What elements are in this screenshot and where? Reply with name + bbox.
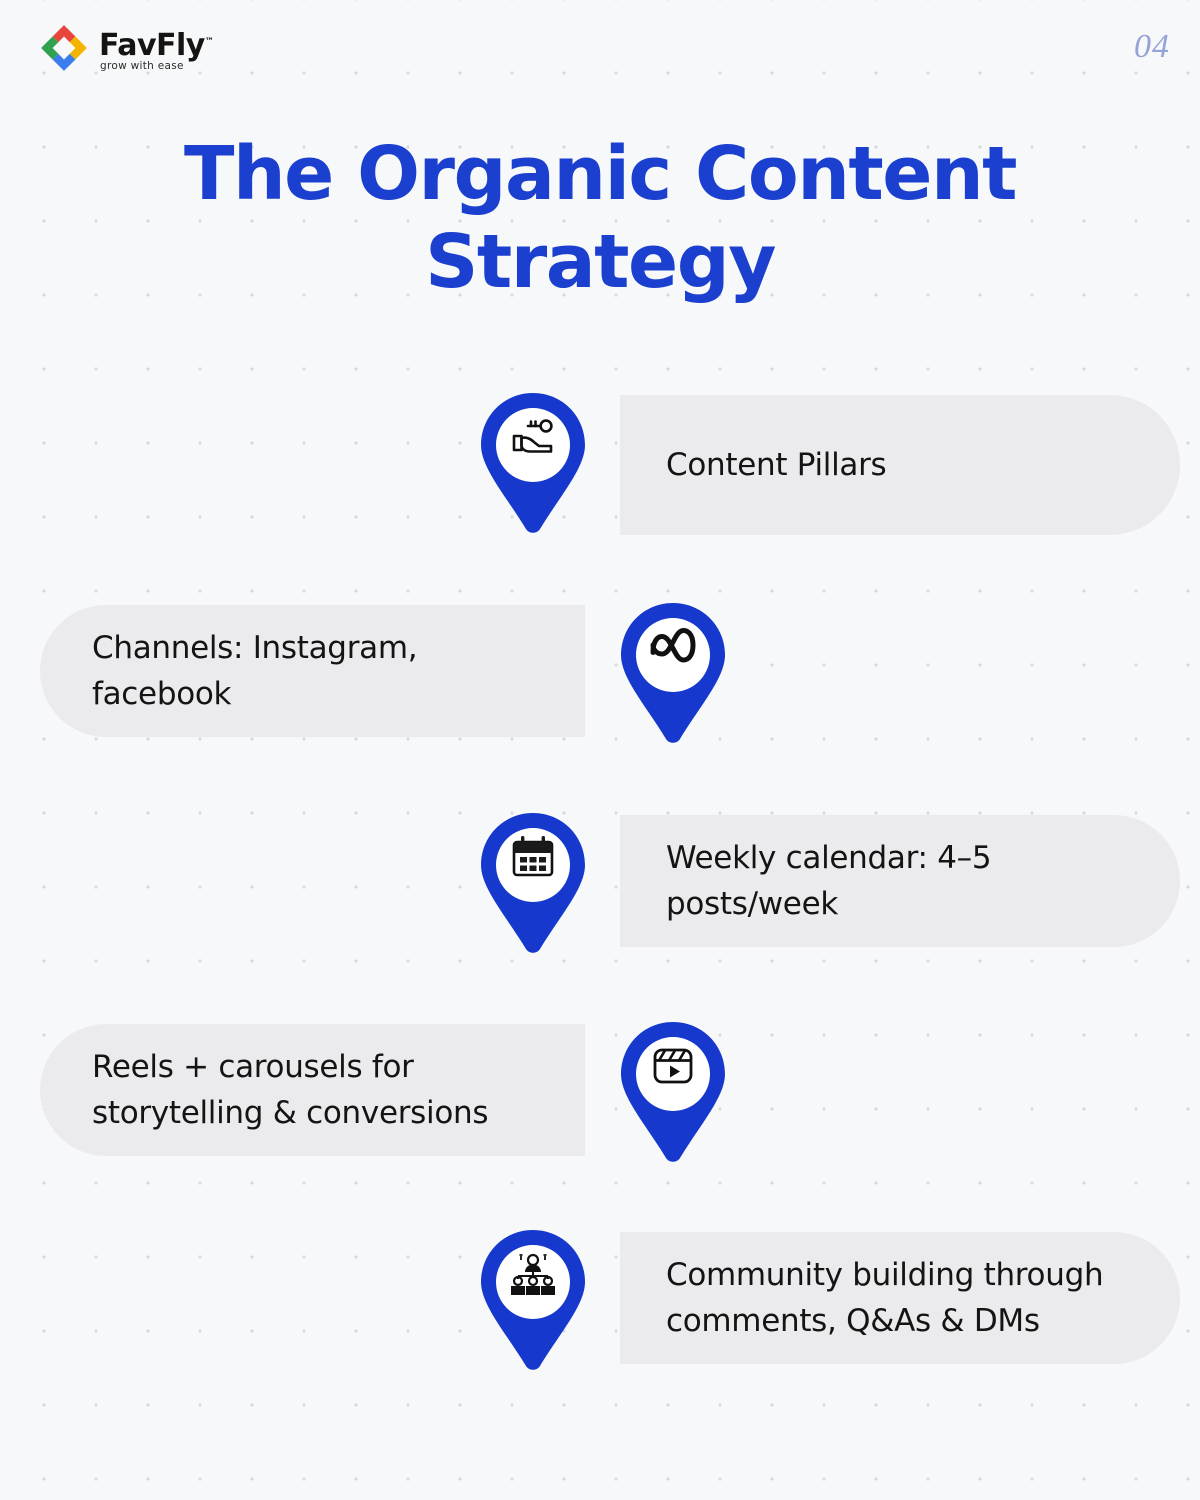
reels-video-icon: [646, 1039, 700, 1093]
brand-logo[interactable]: FavFly™ grow with ease: [38, 22, 214, 74]
page-number: 04: [1134, 28, 1170, 65]
hand-key-icon: [506, 410, 560, 464]
brand-tagline: grow with ease: [100, 59, 184, 72]
map-pin-marker[interactable]: [478, 810, 588, 958]
brand-name-text: FavFly: [99, 27, 205, 63]
list-item-card[interactable]: Channels: Instagram, facebook: [40, 605, 585, 737]
list-item[interactable]: Reels + carousels for storytelling & con…: [0, 1019, 1200, 1234]
list-item[interactable]: Content Pillars: [0, 390, 1200, 605]
brand-name: FavFly™: [99, 27, 214, 61]
page-header: FavFly™ grow with ease 04: [0, 0, 1200, 100]
map-pin-marker[interactable]: [478, 390, 588, 538]
meta-logo-icon: [646, 620, 700, 674]
strategy-list: Content Pillars Channels: Instagram, fac…: [0, 390, 1200, 1442]
list-item[interactable]: Weekly calendar: 4–5 posts/week: [0, 810, 1200, 1025]
list-item-label: Reels + carousels for storytelling & con…: [92, 1049, 489, 1131]
community-people-icon: [506, 1247, 560, 1301]
list-item-card[interactable]: Reels + carousels for storytelling & con…: [40, 1024, 585, 1156]
map-pin-marker[interactable]: [618, 600, 728, 748]
page-title: The Organic Content Strategy: [183, 131, 1018, 305]
map-pin-marker[interactable]: [478, 1227, 588, 1375]
brand-text: FavFly™ grow with ease: [99, 25, 214, 72]
list-item[interactable]: Channels: Instagram, facebook: [0, 600, 1200, 815]
favfly-diamond-logo-icon: [38, 22, 90, 74]
list-item-label: Content Pillars: [666, 447, 887, 483]
list-item-label: Channels: Instagram, facebook: [92, 630, 418, 712]
list-item-card[interactable]: Community building through comments, Q&A…: [620, 1232, 1180, 1364]
map-pin-marker[interactable]: [618, 1019, 728, 1167]
list-item-card[interactable]: Weekly calendar: 4–5 posts/week: [620, 815, 1180, 947]
brand-trademark: ™: [204, 36, 214, 47]
list-item-label: Community building through comments, Q&A…: [666, 1257, 1104, 1339]
list-item-label: Weekly calendar: 4–5 posts/week: [666, 840, 992, 922]
calendar-icon: [506, 830, 560, 884]
list-item-card[interactable]: Content Pillars: [620, 395, 1180, 535]
list-item[interactable]: Community building through comments, Q&A…: [0, 1227, 1200, 1442]
